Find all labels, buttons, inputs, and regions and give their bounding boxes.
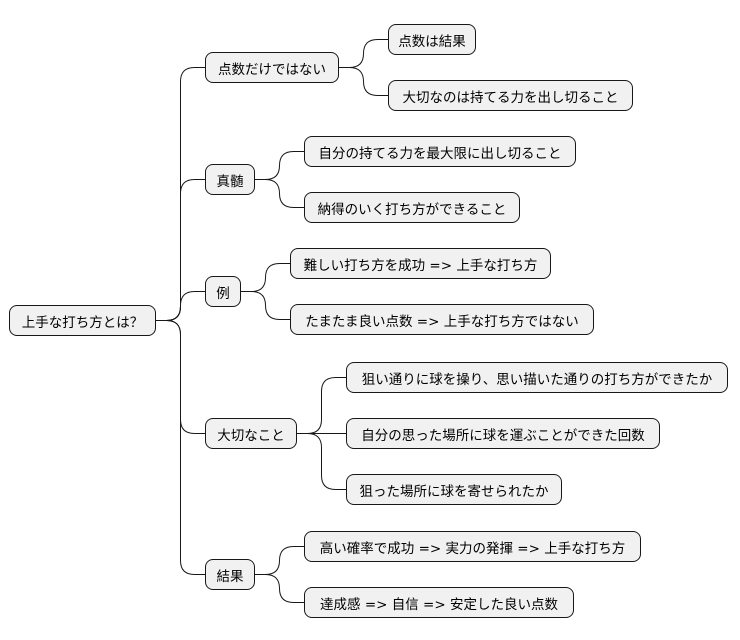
connector-root-to-branch-2 xyxy=(156,179,205,321)
leaf-node-1-1: 点数は結果 xyxy=(388,24,476,55)
leaf-node-5-2: 達成感 => 自信 => 安定した良い点数 xyxy=(304,587,574,618)
branch-node-4: 大切なこと xyxy=(205,418,297,449)
connector-root-to-branch-3 xyxy=(156,291,205,321)
root-node: 上手な打ち方とは？ xyxy=(9,305,156,336)
connector-branch-3-to-leaf-1 xyxy=(241,263,290,292)
branch-node-2: 真髄 xyxy=(205,164,255,195)
leaf-node-3-2: たまたま良い点数 => 上手な打ち方ではない xyxy=(290,304,594,335)
connector-branch-1-to-leaf-2 xyxy=(339,67,388,96)
connector-branch-2-to-leaf-1 xyxy=(255,151,304,180)
branch-node-5: 結果 xyxy=(205,559,255,590)
connector-branch-2-to-leaf-2 xyxy=(255,179,304,208)
leaf-node-4-1: 狙い通りに球を操り、思い描いた通りの打ち方ができたか xyxy=(346,362,728,393)
leaf-node-4-2: 自分の思った場所に球を運ぶことができた回数 xyxy=(346,418,660,449)
branch-node-1: 点数だけではない xyxy=(205,52,339,83)
connector-branch-3-to-leaf-2 xyxy=(241,291,290,320)
connector-root-to-branch-5 xyxy=(156,320,205,575)
connector-branch-5-to-leaf-1 xyxy=(255,546,304,575)
branch-node-3: 例 xyxy=(205,276,241,307)
connector-branch-5-to-leaf-2 xyxy=(255,574,304,603)
leaf-node-2-1: 自分の持てる力を最大限に出し切ること xyxy=(304,136,576,167)
connector-branch-4-to-leaf-1 xyxy=(297,377,346,434)
leaf-node-5-1: 高い確率で成功 => 実力の発揮 => 上手な打ち方 xyxy=(304,531,641,562)
leaf-node-4-3: 狙った場所に球を寄せられたか xyxy=(346,474,562,505)
connector-branch-1-to-leaf-1 xyxy=(339,39,388,68)
leaf-node-3-1: 難しい打ち方を成功 => 上手な打ち方 xyxy=(290,248,551,279)
leaf-node-1-2: 大切なのは持てる力を出し切ること xyxy=(388,80,633,111)
connector-branch-4-to-leaf-3 xyxy=(297,433,346,490)
leaf-node-2-2: 納得のいく打ち方ができること xyxy=(304,192,520,223)
